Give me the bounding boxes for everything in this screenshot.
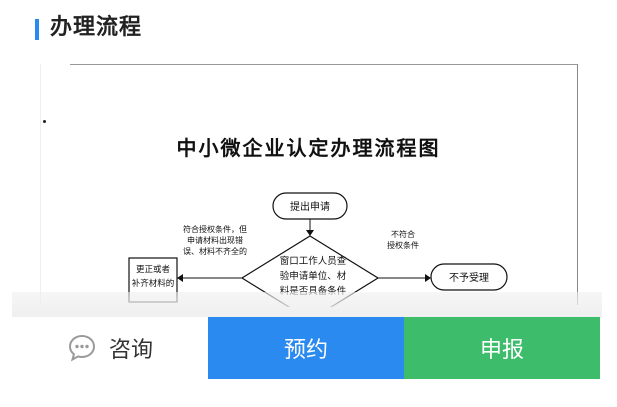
left-condition-line-2: 申请材料出现错 xyxy=(187,235,243,245)
left-condition-line-3: 误、材料不齐全的 xyxy=(183,246,247,256)
correction-line-1: 更正或者 xyxy=(136,264,171,275)
review-diamond xyxy=(240,235,380,307)
section-accent-bar xyxy=(35,19,39,40)
scan-page-left-edge xyxy=(40,64,41,304)
arrowhead-review-correct xyxy=(177,274,183,282)
document-title: 中小微企业认定办理流程图 xyxy=(176,136,441,160)
start-node-label: 提出申请 xyxy=(290,200,330,213)
section-title: 办理流程 xyxy=(50,15,143,40)
section-header: 办理流程 xyxy=(0,0,617,52)
scan-dot xyxy=(43,120,46,123)
review-line-2: 验申请单位、材 xyxy=(280,270,347,282)
left-condition-line-1: 符合授权条件，但 xyxy=(183,224,247,234)
review-line-1: 窗口工作人员查 xyxy=(280,255,347,267)
arrowhead-review-reject xyxy=(425,274,431,282)
reserve-button[interactable]: 预约 xyxy=(208,317,404,379)
correction-line-2: 补齐材料的 xyxy=(132,278,175,289)
bottom-action-bar: 咨询 预约 申报 xyxy=(0,317,617,379)
right-condition-line-1: 不符合 xyxy=(391,229,415,239)
flowchart-diagram: 提出申请 窗口工作人员查 验申请单位、材 料是否具备条件 不符合 授权条件 不予… xyxy=(128,192,508,307)
chat-bubble-icon xyxy=(68,334,95,362)
reject-node-label: 不予受理 xyxy=(449,272,489,284)
reject-node xyxy=(430,263,508,291)
consult-label: 咨询 xyxy=(108,338,153,363)
consult-button[interactable]: 咨询 xyxy=(12,317,208,379)
right-condition-line-2: 授权条件 xyxy=(387,240,419,250)
arrowhead-start-review xyxy=(306,230,314,236)
apply-button[interactable]: 申报 xyxy=(404,317,600,379)
image-fade-overlay xyxy=(12,292,602,318)
